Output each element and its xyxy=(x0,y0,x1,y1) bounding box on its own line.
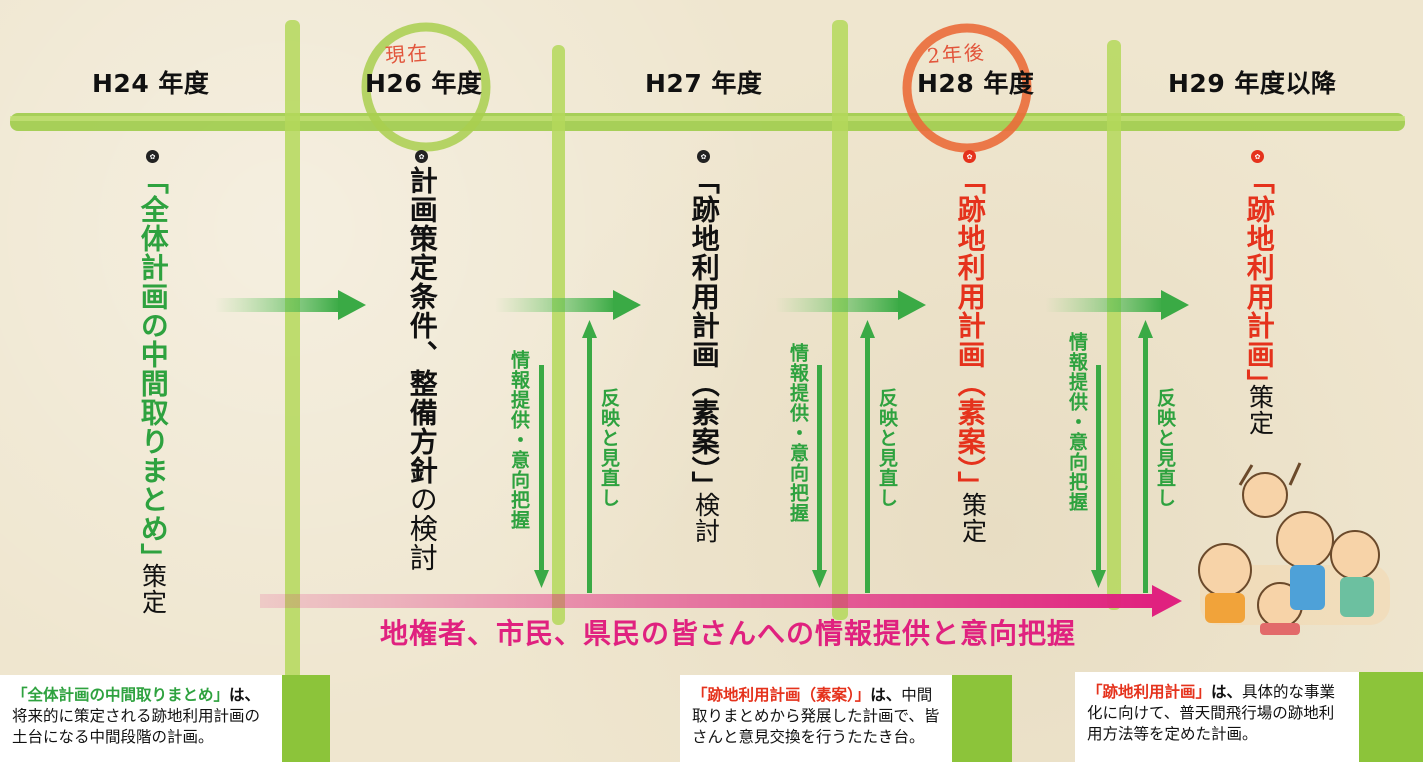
note-square xyxy=(950,675,1012,762)
info-label: 情報提供・意向把握 xyxy=(1066,332,1088,512)
forward-arrow xyxy=(215,290,366,320)
note-term: 「跡地利用計画（素案）」 xyxy=(692,686,871,704)
vertical-bars xyxy=(285,20,1121,680)
down-arrow xyxy=(1091,365,1106,588)
year-h26: H26 年度 xyxy=(365,69,483,98)
note-draft-plan: 「跡地利用計画（素案）」は、中間取りまとめから発展した計画で、皆さんと意見交換を… xyxy=(680,675,952,762)
down-arrow xyxy=(534,365,549,588)
reflect-label: 反映と見直し xyxy=(876,388,898,508)
note-joiner: は、 xyxy=(870,686,902,704)
pin-bullet-icon: ✿ xyxy=(963,150,976,163)
vertical-bar xyxy=(1107,40,1121,610)
h24-plan-action: 策定 xyxy=(138,563,168,615)
forward-arrow xyxy=(1045,290,1189,320)
forward-arrow xyxy=(495,290,641,320)
up-arrow xyxy=(582,320,597,593)
up-arrow xyxy=(1138,320,1153,593)
h26-plan-main: 計画策定条件、整備方針 xyxy=(405,166,439,485)
forward-arrow xyxy=(775,290,926,320)
info-label: 情報提供・意向把握 xyxy=(787,343,809,523)
info-banner: 地権者、市民、県民の皆さんへの情報提供と意向把握 xyxy=(379,617,1076,650)
note-body: 将来的に策定される跡地利用計画の土台になる中間段階の計画。 xyxy=(12,706,261,746)
vertical-bar xyxy=(552,45,565,625)
future-circle xyxy=(902,23,1032,153)
pin-bullet-icon: ✿ xyxy=(415,150,428,163)
current-circle xyxy=(361,22,491,152)
h26-plan-connector: の xyxy=(405,485,439,514)
down-arrow xyxy=(812,365,827,588)
forward-arrows xyxy=(215,290,1189,320)
year-h28: H28 年度 xyxy=(917,69,1035,98)
h28-plan-action: 策定 xyxy=(958,492,988,544)
vertical-bar xyxy=(285,20,300,680)
h26-plan-action: 検討 xyxy=(405,514,439,572)
h24-plan-title: 「全体計画の中間取りまとめ」 xyxy=(136,166,170,572)
year-h27: H27 年度 xyxy=(645,69,763,98)
year-h24: H24 年度 xyxy=(92,69,210,98)
vertical-bar xyxy=(832,20,848,620)
note-term: 「全体計画の中間取りまとめ」 xyxy=(12,686,230,704)
h29-plan-title: 「跡地利用計画」 xyxy=(1242,166,1276,398)
cheering-people-illustration xyxy=(1198,462,1390,635)
note-square xyxy=(280,675,330,762)
h26-plan-title: 計画策定条件、整備方針の検討 xyxy=(405,166,439,572)
pink-arrow xyxy=(260,585,1182,617)
year-h29: H29 年度以降 xyxy=(1168,69,1337,98)
reflect-label: 反映と見直し xyxy=(598,388,620,508)
pin-bullet-icon: ✿ xyxy=(146,150,159,163)
note-interim-plan: 「全体計画の中間取りまとめ」は、将来的に策定される跡地利用計画の土台になる中間段… xyxy=(0,675,282,762)
h27-plan-title: 「跡地利用計画（素案）」 xyxy=(687,166,721,500)
note-body: 中間取りまとめから発展した計画で、皆さんと意見交換を行うたたき台。 xyxy=(692,686,940,746)
note-joiner: は、 xyxy=(229,686,261,704)
pin-bullet-icon: ✿ xyxy=(697,150,710,163)
note-final-plan: 「跡地利用計画」は、具体的な事業化に向けて、普天間飛行場の跡地利用方法等を定めた… xyxy=(1075,672,1359,762)
h29-plan-action: 策定 xyxy=(1245,384,1275,436)
feedback-arrows xyxy=(534,320,1153,593)
info-label: 情報提供・意向把握 xyxy=(508,350,530,530)
timeline-band xyxy=(10,113,1405,131)
pin-bullet-icon: ✿ xyxy=(1251,150,1264,163)
up-arrow xyxy=(860,320,875,593)
reflect-label: 反映と見直し xyxy=(1154,388,1176,508)
note-joiner: は、 xyxy=(1211,683,1243,701)
note-term: 「跡地利用計画」 xyxy=(1087,683,1212,701)
h27-plan-action: 検討 xyxy=(691,492,721,544)
note-body: 具体的な事業化に向けて、普天間飛行場の跡地利用方法等を定めた計画。 xyxy=(1087,683,1336,743)
h28-plan-title: 「跡地利用計画（素案）」 xyxy=(953,166,987,500)
note-square xyxy=(1357,672,1423,762)
